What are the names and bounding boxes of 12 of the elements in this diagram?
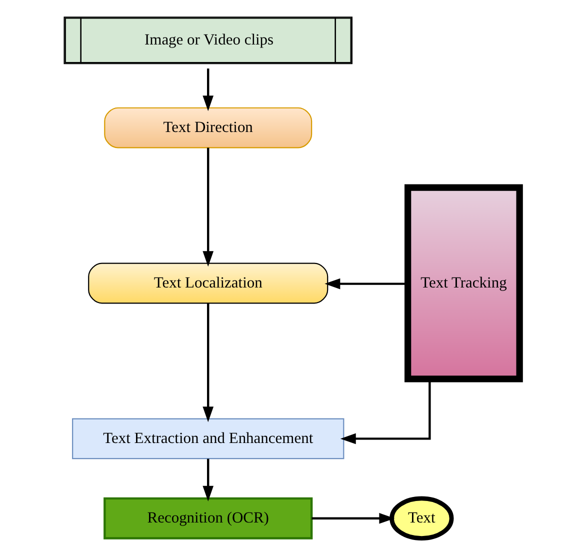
node-ellipse: Text xyxy=(390,496,454,540)
node-box: Recognition (OCR) xyxy=(104,497,313,540)
arrow xyxy=(312,512,395,524)
node-box: Text Localization xyxy=(88,262,328,304)
node-box: Text Tracking xyxy=(404,184,523,382)
node-box: Text Direction xyxy=(104,107,312,148)
arrow xyxy=(202,303,214,422)
node-box: Text Extraction and Enhancement xyxy=(72,418,344,460)
arrow xyxy=(340,379,431,444)
arrow xyxy=(202,148,214,267)
arrow xyxy=(202,68,214,112)
arrow xyxy=(202,458,214,502)
